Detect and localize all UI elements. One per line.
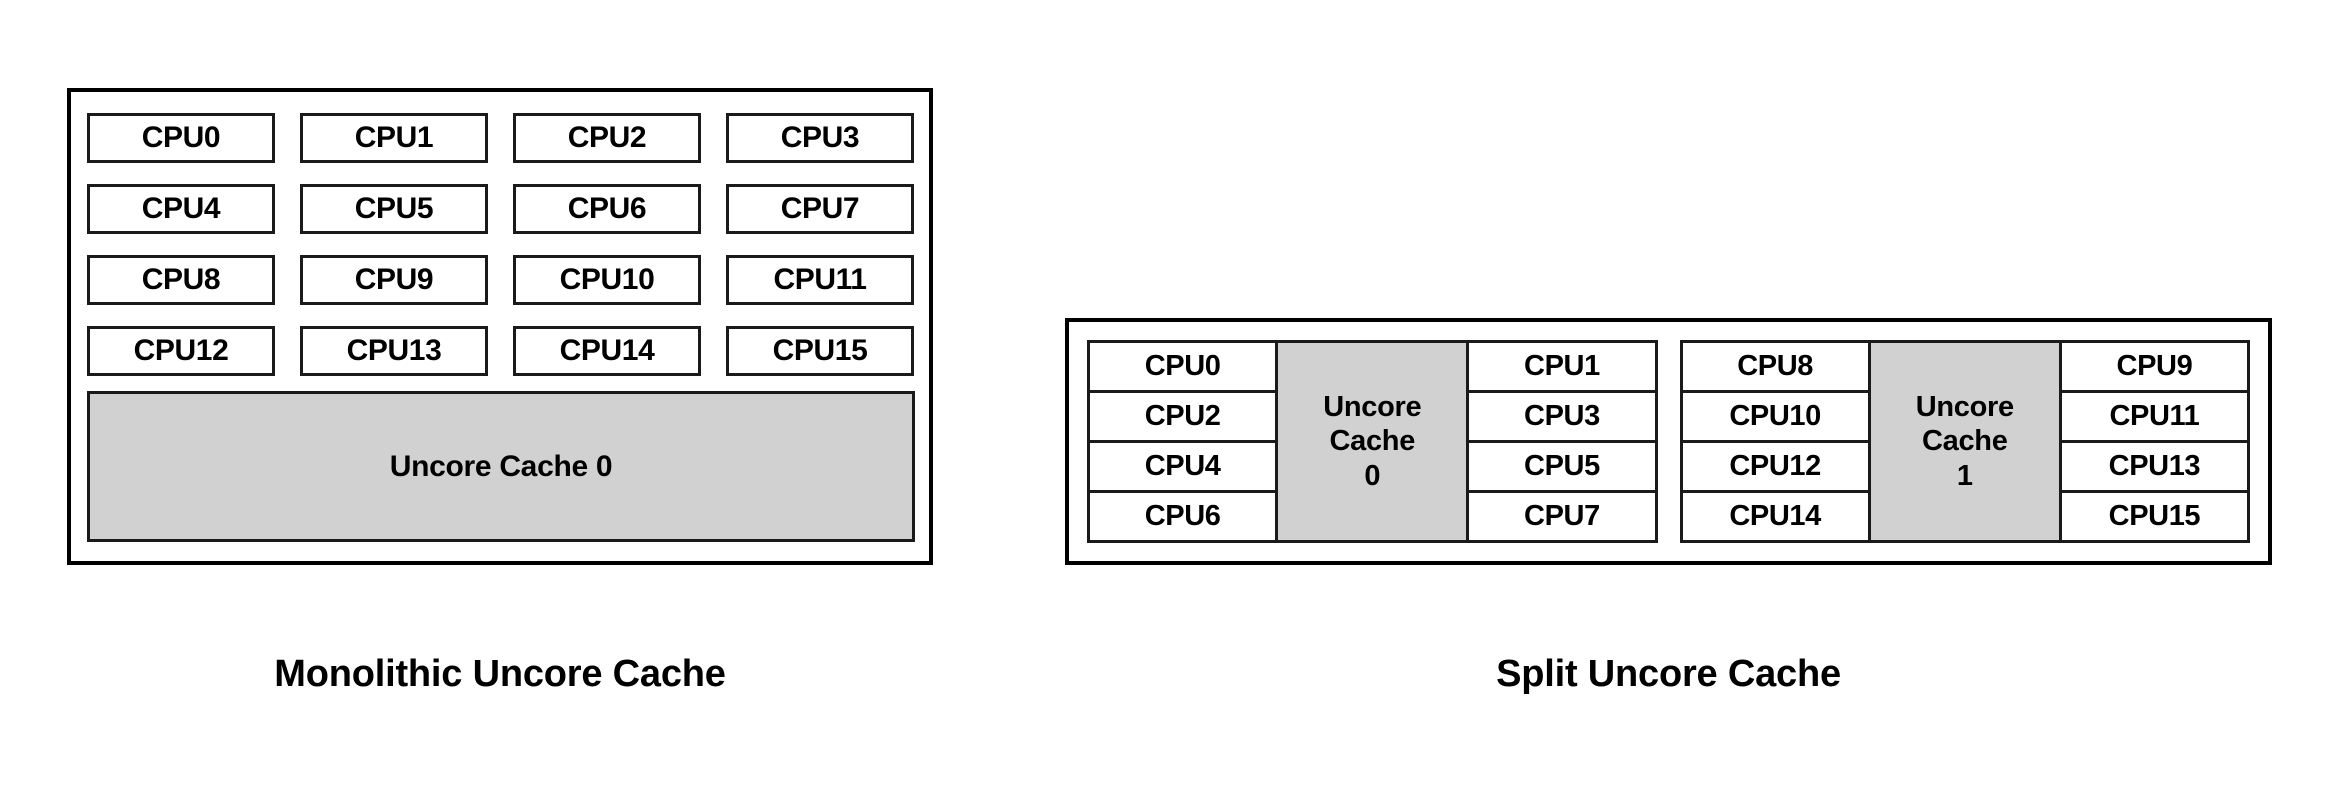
monolithic-cpu-grid: CPU0 CPU1 CPU2 CPU3 CPU4 CPU5 CPU6 CPU7 … bbox=[87, 113, 915, 376]
cpu-cell: CPU13 bbox=[300, 326, 488, 376]
uncore-cache-label-line: Uncore bbox=[1915, 391, 2014, 424]
cpu-cell: CPU9 bbox=[2058, 343, 2248, 393]
uncore-cache-label-line: Cache bbox=[1921, 425, 2008, 458]
cpu-cell: CPU8 bbox=[87, 255, 275, 305]
cpu-cell: CPU11 bbox=[2058, 393, 2248, 443]
cpu-cell: CPU13 bbox=[2058, 443, 2248, 493]
cpu-cell: CPU7 bbox=[1466, 493, 1655, 540]
split-groups-container: CPU0 CPU2 CPU4 CPU6 Uncore Cache 0 CPU1 … bbox=[1087, 340, 2250, 543]
cache-group-0: CPU0 CPU2 CPU4 CPU6 Uncore Cache 0 CPU1 … bbox=[1087, 340, 1658, 543]
cpu-cell: CPU6 bbox=[1090, 493, 1279, 540]
cpu-cell: CPU0 bbox=[1090, 343, 1279, 393]
monolithic-caption: Monolithic Uncore Cache bbox=[274, 653, 726, 695]
uncore-cache-block: Uncore Cache 1 bbox=[1870, 343, 2059, 540]
cpu-cell: CPU14 bbox=[1682, 493, 1871, 540]
cpu-cell: CPU1 bbox=[300, 113, 488, 163]
cpu-cell: CPU11 bbox=[726, 255, 914, 305]
cpu-cell: CPU4 bbox=[1090, 443, 1279, 493]
cpu-cell: CPU10 bbox=[1682, 393, 1871, 443]
cpu-column-right: CPU1 CPU3 CPU5 CPU7 bbox=[1466, 343, 1655, 540]
uncore-cache-index: 0 bbox=[1364, 459, 1381, 492]
cpu-cell: CPU3 bbox=[1466, 393, 1655, 443]
cpu-cell: CPU12 bbox=[1682, 443, 1871, 493]
cpu-column-left: CPU8 CPU10 CPU12 CPU14 bbox=[1682, 343, 1871, 540]
split-caption: Split Uncore Cache bbox=[1496, 653, 1841, 695]
split-uncore-diagram: CPU0 CPU2 CPU4 CPU6 Uncore Cache 0 CPU1 … bbox=[1065, 318, 2272, 565]
uncore-cache-block: Uncore Cache 0 bbox=[1278, 343, 1467, 540]
cpu-cell: CPU5 bbox=[1466, 443, 1655, 493]
cpu-cell: CPU12 bbox=[87, 326, 275, 376]
cpu-cell: CPU4 bbox=[87, 184, 275, 234]
monolithic-uncore-diagram: CPU0 CPU1 CPU2 CPU3 CPU4 CPU5 CPU6 CPU7 … bbox=[67, 88, 933, 565]
uncore-cache-index: 1 bbox=[1956, 459, 1973, 492]
cpu-cell: CPU15 bbox=[2058, 493, 2248, 540]
cache-group-1: CPU8 CPU10 CPU12 CPU14 Uncore Cache 1 CP… bbox=[1679, 340, 2250, 543]
uncore-cache-label-line: Cache bbox=[1329, 425, 1416, 458]
cpu-cell: CPU6 bbox=[513, 184, 701, 234]
cpu-cell: CPU2 bbox=[1090, 393, 1279, 443]
cpu-cell: CPU2 bbox=[513, 113, 701, 163]
cpu-cell: CPU8 bbox=[1682, 343, 1871, 393]
cpu-cell: CPU0 bbox=[87, 113, 275, 163]
cpu-cell: CPU9 bbox=[300, 255, 488, 305]
cpu-cell: CPU14 bbox=[513, 326, 701, 376]
cpu-cell: CPU7 bbox=[726, 184, 914, 234]
cpu-cell: CPU3 bbox=[726, 113, 914, 163]
uncore-cache-label-line: Uncore bbox=[1323, 391, 1422, 424]
cpu-cell: CPU1 bbox=[1466, 343, 1655, 393]
cpu-cell: CPU10 bbox=[513, 255, 701, 305]
cpu-cell: CPU15 bbox=[726, 326, 914, 376]
uncore-cache-block: Uncore Cache 0 bbox=[87, 391, 915, 542]
cpu-column-right: CPU9 CPU11 CPU13 CPU15 bbox=[2058, 343, 2248, 540]
cpu-cell: CPU5 bbox=[300, 184, 488, 234]
cpu-column-left: CPU0 CPU2 CPU4 CPU6 bbox=[1090, 343, 1279, 540]
